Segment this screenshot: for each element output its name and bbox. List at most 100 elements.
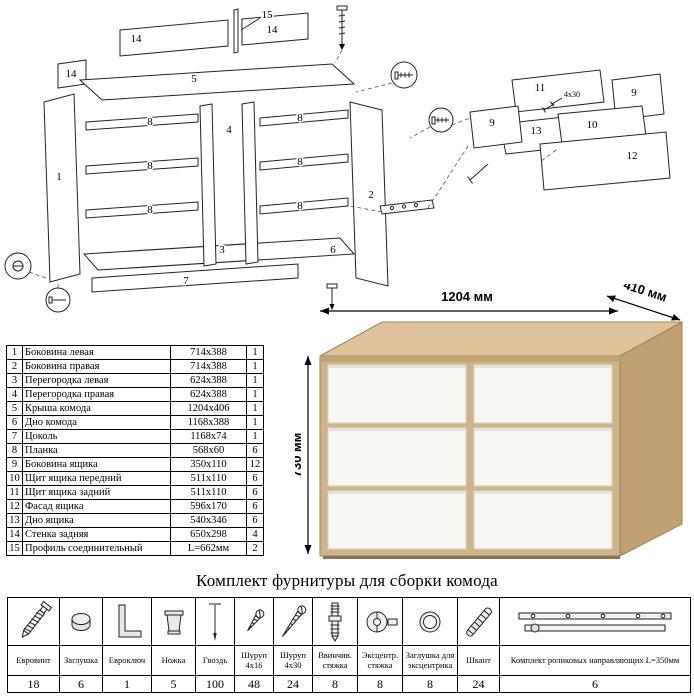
part-name: Стенка задняя: [22, 527, 171, 542]
part-size: 624x388: [170, 373, 247, 388]
right-divider-shape: [241, 101, 259, 265]
exploded-assembly-diagram: 15 14 14 14 5 1 4 3 2 6 7 8 8 8 8 8 8 11…: [4, 5, 671, 313]
hardware-name: Ножка: [151, 645, 196, 676]
part-label: 12: [627, 150, 638, 162]
parts-table: 1 Боковина левая 714x388 1 2 Боковина пр…: [6, 345, 264, 556]
hardware-qty: 24: [457, 675, 500, 693]
part-row: 5 Крыша комода 1204x406 1: [6, 401, 264, 416]
hardware-qty: 18: [7, 675, 60, 693]
part-qty: 6: [246, 499, 264, 514]
part-label: 14: [131, 33, 143, 45]
height-dimension-label: 730 мм: [295, 433, 304, 478]
part-size: 650x298: [170, 527, 247, 542]
part-row: 8 Планка 568x60 6: [6, 443, 264, 458]
part-labels-group: 15 14 14 14 5 1 4 3 2 6 7 8 8 8 8 8 8 11…: [55, 8, 639, 289]
callout-details-group: [4, 61, 471, 313]
part-number: 1: [6, 345, 23, 360]
part-size: 511x110: [170, 471, 247, 486]
drawer-fronts: [327, 364, 613, 550]
dowel-screw-icon: [328, 602, 342, 642]
part-label: 14: [66, 68, 78, 80]
part-label: 10: [587, 119, 599, 131]
hardware-names-row: Евровинт Заглушка Евроключ Ножка Гвоздь …: [7, 645, 691, 676]
part-number: 4: [6, 387, 23, 402]
part-size: 714x388: [170, 359, 247, 374]
part-number: 15: [6, 541, 23, 556]
hardware-name: Шуруп 4x16: [234, 645, 274, 676]
hardware-qty: 100: [195, 675, 235, 693]
part-label: 5: [191, 73, 197, 85]
right-side-panel-shape: [349, 101, 389, 287]
hardware-name: Ввинчив. стяжка: [312, 645, 358, 676]
part-qty: 12: [246, 457, 264, 472]
cam-cap-icon: [419, 611, 441, 632]
hardware-table: Евровинт Заглушка Евроключ Ножка Гвоздь …: [7, 597, 691, 693]
part-row: 4 Перегородка правая 624x388 1: [6, 387, 264, 402]
part-name: Дно комода: [22, 415, 171, 430]
part-qty: 1: [246, 401, 264, 416]
part-size: 1168x74: [170, 429, 247, 444]
cap-icon: [71, 612, 91, 631]
part-row: 3 Перегородка левая 624x388 1: [6, 373, 264, 388]
top-screw-shape: [334, 5, 348, 64]
part-number: 6: [6, 415, 23, 430]
slide-rail-icon: [518, 612, 671, 632]
part-name: Перегородка правая: [22, 387, 171, 402]
part-name: Фасад ящика: [22, 499, 171, 514]
hardware-name: Гвоздь: [195, 645, 235, 676]
part-qty: 4: [246, 527, 264, 542]
hardware-name: Эксцентр. стяжка: [357, 645, 403, 676]
part-qty: 1: [246, 373, 264, 388]
part-size: 596x170: [170, 499, 247, 514]
part-size: 540x346: [170, 513, 247, 528]
part-size: 511x110: [170, 485, 247, 500]
part-number: 8: [6, 443, 23, 458]
part-row: 11 Щит ящика задний 511x110 6: [6, 485, 264, 500]
dresser-body: [319, 321, 683, 559]
hardware-name: Шкант: [457, 645, 500, 676]
part-number: 2: [6, 359, 23, 374]
part-qty: 6: [246, 443, 264, 458]
part-qty: 1: [246, 415, 264, 430]
part-name: Щит ящика задний: [22, 485, 171, 500]
hardware-qty: 8: [357, 675, 403, 693]
hardware-icon-cell: [312, 597, 358, 646]
hardware-name: Заглушка для эксцентрика: [402, 645, 458, 676]
part-number: 13: [6, 513, 23, 528]
hardware-qty: 5: [151, 675, 196, 693]
part-number: 14: [6, 527, 23, 542]
part-number: 3: [6, 373, 23, 388]
part-row: 14 Стенка задняя 650x298 4: [6, 527, 264, 542]
part-qty: 6: [246, 471, 264, 486]
part-label: 4: [226, 124, 232, 136]
hardware-qty: 8: [312, 675, 358, 693]
hardware-name: Комплект роликовых направляющих L=350мм: [499, 645, 691, 676]
part-name: Боковина левая: [22, 345, 171, 360]
drawer-back-shape: [511, 69, 605, 113]
drawer-facade-shape: [539, 131, 671, 191]
part-label: 3: [219, 244, 225, 256]
hexkey-icon: [118, 604, 142, 637]
connecting-profile-shape: [233, 8, 239, 54]
part-size: 1204x406: [170, 401, 247, 416]
hardware-name: Шуруп 4x30: [273, 645, 313, 676]
part-label: 11: [535, 82, 546, 94]
hardware-icon-cell: [273, 597, 313, 646]
euroscrew-icon: [21, 600, 52, 638]
part-name: Боковина правая: [22, 359, 171, 374]
hardware-icon-cell: [357, 597, 403, 646]
part-size: L=662мм: [170, 541, 247, 556]
screw-size-label: 4x30: [564, 90, 580, 99]
part-label: 8: [297, 200, 303, 212]
part-row: 13 Дно ящика 540x346 6: [6, 513, 264, 528]
part-label: 7: [183, 275, 189, 287]
part-label: 14: [267, 24, 279, 36]
hardware-kit-title: Комплект фурнитуры для сборки комода: [196, 571, 498, 590]
part-name: Планка: [22, 443, 171, 458]
part-name: Цоколь: [22, 429, 171, 444]
part-label: 1: [56, 171, 62, 183]
part-name: Боковина ящика: [22, 457, 171, 472]
part-number: 11: [6, 485, 23, 500]
part-qty: 1: [246, 359, 264, 374]
hardware-name: Евровинт: [7, 645, 60, 676]
